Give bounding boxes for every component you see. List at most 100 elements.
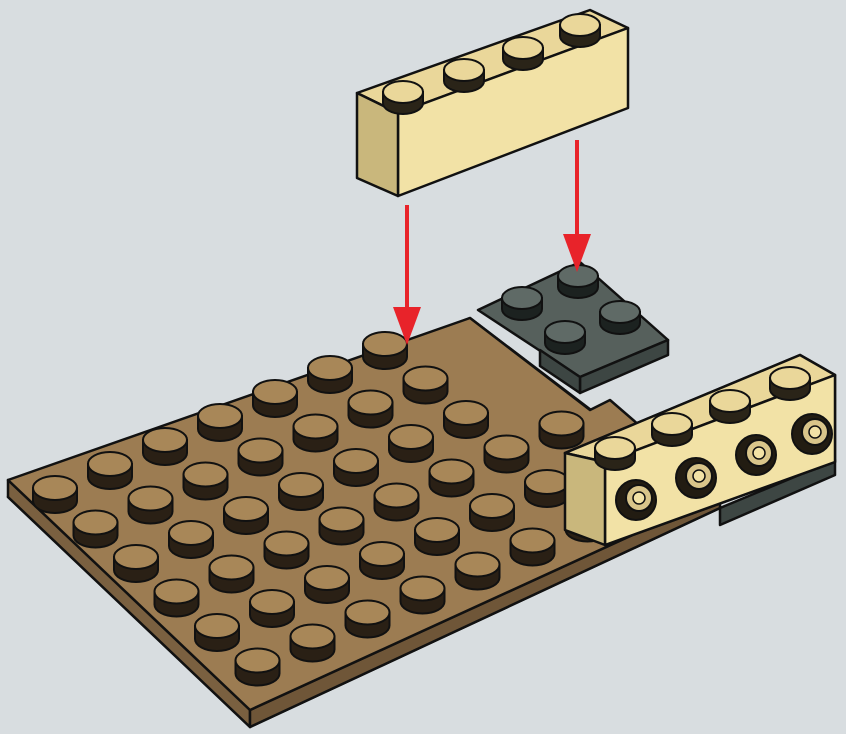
- side-stud-center: [809, 426, 821, 438]
- stud: [291, 625, 335, 662]
- stud: [502, 287, 542, 320]
- stud-top: [155, 580, 199, 604]
- stud-top: [346, 601, 390, 625]
- stud: [389, 425, 433, 462]
- stud-top: [195, 614, 239, 638]
- stud: [155, 580, 199, 617]
- stud-top: [224, 497, 268, 521]
- stud: [265, 532, 309, 569]
- stud: [239, 439, 283, 476]
- stud-top: [184, 463, 228, 487]
- stud-top: [485, 436, 529, 460]
- stud: [444, 59, 484, 92]
- stud-top: [114, 545, 158, 569]
- stud: [456, 553, 500, 590]
- stud: [236, 649, 280, 686]
- stud-top: [710, 390, 750, 412]
- stud: [545, 321, 585, 354]
- stud-top: [360, 542, 404, 566]
- stud: [401, 577, 445, 614]
- stud-top: [74, 511, 118, 535]
- stud: [349, 391, 393, 428]
- stud-top: [401, 577, 445, 601]
- stud-top: [308, 356, 352, 380]
- stud: [383, 81, 423, 114]
- stud: [169, 521, 213, 558]
- stud: [430, 460, 474, 497]
- stud-top: [560, 14, 600, 36]
- stud-top: [595, 437, 635, 459]
- stud-top: [129, 487, 173, 511]
- stud: [198, 404, 242, 441]
- stud: [74, 511, 118, 548]
- stud: [360, 542, 404, 579]
- stud-top: [545, 321, 585, 343]
- stud-top: [88, 452, 132, 476]
- stud: [710, 390, 750, 423]
- stud: [485, 436, 529, 473]
- stud: [320, 508, 364, 545]
- stud-top: [404, 367, 448, 391]
- stud: [129, 487, 173, 524]
- stud-top: [415, 518, 459, 542]
- stud: [224, 497, 268, 534]
- stud-top: [305, 566, 349, 590]
- stud: [595, 437, 635, 470]
- stud-top: [210, 556, 254, 580]
- stud: [305, 566, 349, 603]
- side-stud-center: [753, 447, 765, 459]
- stud: [511, 529, 555, 566]
- stud-top: [470, 494, 514, 518]
- stud-top: [253, 380, 297, 404]
- stud: [250, 590, 294, 627]
- stud-top: [456, 553, 500, 577]
- stud: [184, 463, 228, 500]
- stud-top: [143, 428, 187, 452]
- stud-top: [349, 391, 393, 415]
- stud: [444, 401, 488, 438]
- side-stud-center: [693, 470, 705, 482]
- stud-top: [652, 413, 692, 435]
- side-stud-center: [633, 492, 645, 504]
- stud-top: [430, 460, 474, 484]
- stud: [346, 601, 390, 638]
- stud: [770, 367, 810, 400]
- stud-top: [291, 625, 335, 649]
- stud: [415, 518, 459, 555]
- stud: [363, 332, 407, 369]
- stud: [210, 556, 254, 593]
- stud-top: [198, 404, 242, 428]
- stud-top: [375, 484, 419, 508]
- stud: [652, 413, 692, 446]
- stud-top: [502, 287, 542, 309]
- stud-top: [511, 529, 555, 553]
- stud-top: [320, 508, 364, 532]
- stud-top: [169, 521, 213, 545]
- stud: [294, 415, 338, 452]
- stud: [404, 367, 448, 404]
- stud-top: [294, 415, 338, 439]
- stud-top: [444, 59, 484, 81]
- stud-top: [540, 412, 584, 436]
- stud-top: [444, 401, 488, 425]
- stud-top: [334, 449, 378, 473]
- stud: [558, 265, 598, 298]
- stud: [600, 301, 640, 334]
- stud: [503, 37, 543, 70]
- stud: [525, 470, 569, 507]
- stud-top: [525, 470, 569, 494]
- stud: [114, 545, 158, 582]
- stud: [540, 412, 584, 449]
- stud: [33, 476, 77, 513]
- stud-top: [383, 81, 423, 103]
- stud: [195, 614, 239, 651]
- stud-top: [265, 532, 309, 556]
- stud-top: [236, 649, 280, 673]
- stud: [560, 14, 600, 47]
- stud-top: [363, 332, 407, 356]
- stud-top: [600, 301, 640, 323]
- stud: [375, 484, 419, 521]
- stud: [470, 494, 514, 531]
